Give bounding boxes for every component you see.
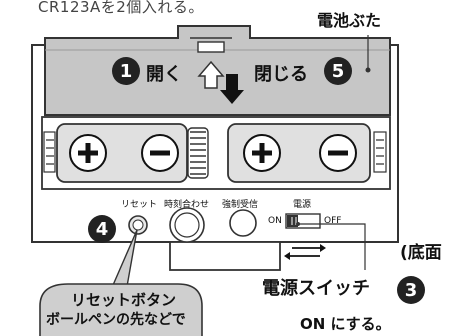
close-label: 閉じる xyxy=(254,64,308,85)
reset-bubble xyxy=(39,283,203,336)
power-off-label: OFF xyxy=(324,216,342,226)
step-1-badge: 1 xyxy=(112,57,140,85)
open-arrow xyxy=(197,60,225,89)
bottom-flange xyxy=(169,241,281,271)
instruction-note: CR123Aを2個入れる。 xyxy=(38,0,204,16)
power-label: 電源 xyxy=(293,200,312,210)
power-on-label: ON xyxy=(268,216,282,226)
power-switch-instruction: ON にする。 xyxy=(300,315,391,333)
spring-right xyxy=(373,131,387,173)
reset-bubble-text: ボールペンの先などで xyxy=(46,312,186,328)
reset-bubble-title: リセットボタン xyxy=(71,291,177,309)
lid-label: 電池ぶた xyxy=(317,11,382,30)
step-4-badge: 4 xyxy=(88,215,116,243)
forced-rx-button xyxy=(229,209,257,237)
reset-label: リセット xyxy=(121,200,158,210)
lid-latch xyxy=(197,41,225,53)
bottom-view-label: (底面 xyxy=(400,243,442,263)
power-callout-line xyxy=(298,223,366,270)
power-switch-label: 電源スイッチ xyxy=(262,278,370,299)
spring-left xyxy=(43,131,56,173)
close-arrow xyxy=(220,74,244,104)
switch-direction-arrows xyxy=(284,244,326,260)
open-label: 開く xyxy=(146,64,182,85)
step-5-badge: 5 xyxy=(324,57,352,85)
forced-rx-label: 強制受信 xyxy=(222,200,259,210)
time-set-label: 時刻合わせ xyxy=(164,200,210,210)
step-3-badge: 3 xyxy=(397,276,425,304)
spring-middle xyxy=(187,127,209,179)
